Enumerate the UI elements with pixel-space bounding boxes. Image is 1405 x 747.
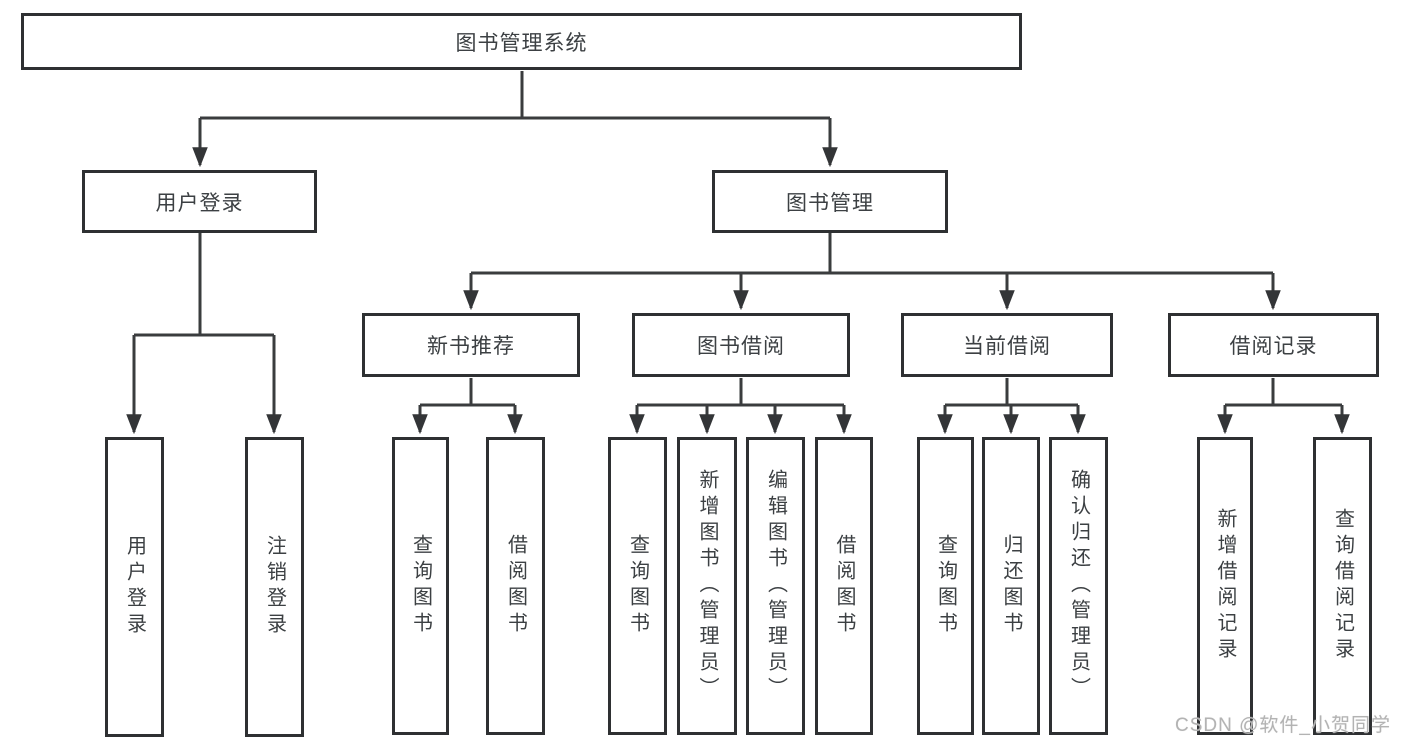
- leaf-logout: 注销登录: [245, 437, 304, 737]
- leaf-borrow-borrow-books: 借阅图书: [815, 437, 873, 735]
- node-book-borrowing: 图书借阅: [632, 313, 850, 377]
- leaf-current-confirm-return-admin: 确认归还（管理员）: [1049, 437, 1108, 735]
- node-new-book-recommend: 新书推荐: [362, 313, 580, 377]
- leaf-user-login: 用户登录: [105, 437, 164, 737]
- node-book-management: 图书管理: [712, 170, 948, 233]
- leaf-newrec-borrow-books: 借阅图书: [486, 437, 545, 735]
- leaf-borrow-edit-books-admin: 编辑图书（管理员）: [746, 437, 805, 735]
- leaf-current-return-books: 归还图书: [982, 437, 1040, 735]
- csdn-watermark: CSDN @软件_小贺同学: [1175, 715, 1391, 736]
- node-user-login: 用户登录: [82, 170, 317, 233]
- node-current-borrowing: 当前借阅: [901, 313, 1113, 377]
- leaf-borrow-query-books: 查询图书: [608, 437, 667, 735]
- leaf-newrec-query-books: 查询图书: [392, 437, 449, 735]
- node-root: 图书管理系统: [21, 13, 1022, 70]
- leaf-records-add-record: 新增借阅记录: [1197, 437, 1253, 735]
- leaf-records-query-record: 查询借阅记录: [1313, 437, 1372, 735]
- node-borrowing-records: 借阅记录: [1168, 313, 1379, 377]
- leaf-borrow-add-books-admin: 新增图书（管理员）: [677, 437, 737, 735]
- leaf-current-query-books: 查询图书: [917, 437, 974, 735]
